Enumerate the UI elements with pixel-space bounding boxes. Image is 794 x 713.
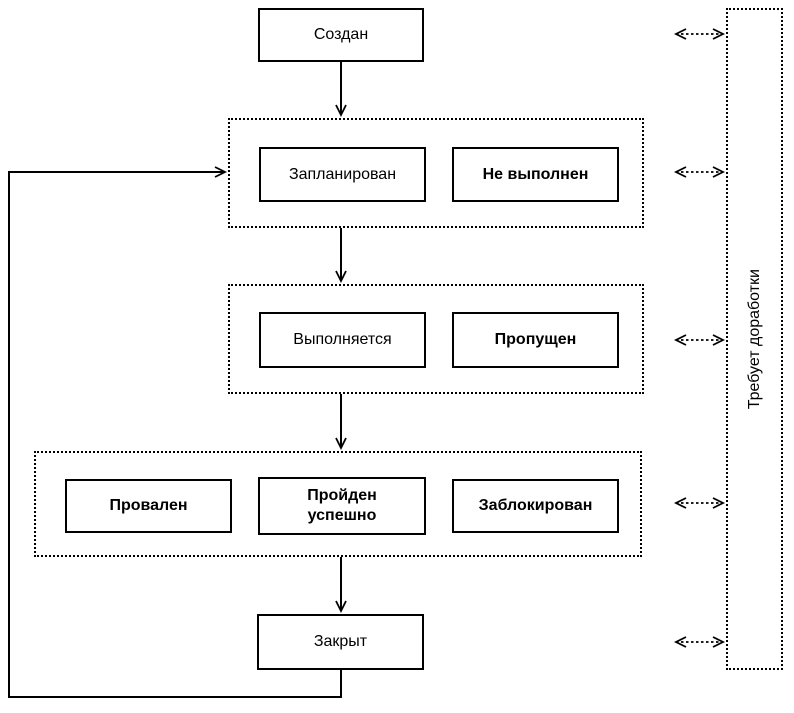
state-skipped: Пропущен	[452, 312, 619, 368]
state-failed-label: Провален	[109, 497, 188, 514]
state-created: Создан	[258, 8, 424, 62]
state-skipped-label: Пропущен	[494, 331, 577, 348]
state-closed-label: Закрыт	[313, 633, 368, 650]
group-result-states: Провален Пройден успешно Заблокирован	[34, 451, 642, 557]
group-planned-states: Запланирован Не выполнен	[228, 118, 644, 228]
state-failed: Провален	[65, 479, 232, 533]
state-closed: Закрыт	[257, 614, 424, 670]
lane-needs-rework: Требует доработки	[726, 8, 783, 670]
state-blocked: Заблокирован	[452, 479, 619, 533]
state-passed-label: Пройден успешно	[307, 487, 377, 524]
group-executing-states: Выполняется Пропущен	[228, 284, 644, 394]
state-in-progress-label: Выполняется	[293, 331, 392, 348]
state-planned-label: Запланирован	[288, 165, 397, 183]
state-created-label: Создан	[313, 26, 369, 43]
state-not-executed: Не выполнен	[452, 147, 619, 202]
state-blocked-label: Заблокирован	[478, 497, 593, 514]
lane-needs-rework-label: Требует доработки	[745, 268, 763, 410]
state-in-progress: Выполняется	[259, 312, 426, 368]
state-planned: Запланирован	[259, 147, 426, 202]
state-passed: Пройден успешно	[258, 477, 426, 535]
state-not-executed-label: Не выполнен	[482, 165, 589, 183]
